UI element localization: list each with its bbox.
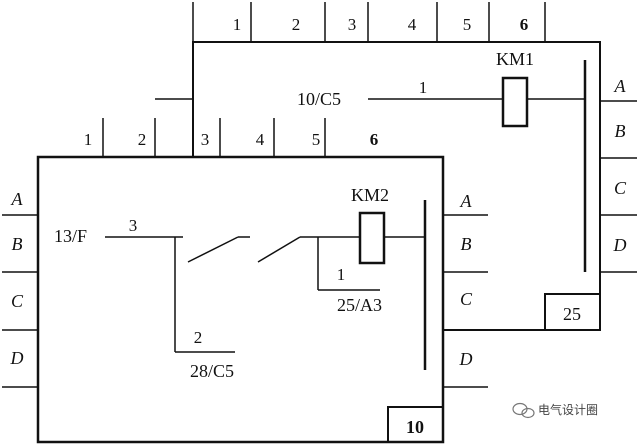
front-sheet-column-ticks: [102, 118, 326, 157]
back-page-number: 25: [563, 304, 581, 324]
front-left-row-d: D: [10, 348, 24, 368]
back-col-6: 6: [520, 15, 529, 34]
front-left-row-a: A: [11, 189, 24, 209]
front-sheet-row-ticks-left: [2, 214, 38, 388]
back-sheet-column-labels: 1 2 3 4 5 6: [233, 15, 529, 34]
km2-coil: [358, 211, 386, 265]
back-sheet-row-labels: A B C D: [613, 76, 627, 255]
wechat-icon: [512, 402, 535, 419]
front-col-4: 4: [256, 130, 265, 149]
back-sheet-row-ticks: [600, 100, 637, 273]
watermark-text: 电气设计圈: [538, 402, 598, 417]
back-col-5: 5: [463, 15, 472, 34]
back-col-1: 1: [233, 15, 242, 34]
front-right-row-c: C: [460, 289, 473, 309]
back-sheet-page-box: [544, 293, 601, 331]
km1-label: KM1: [496, 49, 534, 69]
back-col-2: 2: [292, 15, 301, 34]
contact-1: [187, 236, 239, 263]
front-branch1-wire: 1: [337, 265, 346, 284]
km2-label: KM2: [351, 185, 389, 205]
front-left-row-b: B: [12, 234, 23, 254]
front-col-1: 1: [84, 130, 93, 149]
front-sheet-frame: [36, 155, 445, 444]
front-sheet-row-labels-left: A B C D: [10, 189, 24, 368]
front-ref-in: 13/F: [54, 226, 87, 246]
front-sheet-page-box: [387, 406, 444, 443]
front-sheet-column-labels: 1 2 3 4 5 6: [84, 130, 379, 149]
front-branch1-ref: 25/A3: [337, 295, 382, 315]
watermark: 电气设计圈: [512, 402, 598, 419]
back-sheet-column-ticks: [192, 2, 546, 42]
front-branch2-ref: 28/C5: [190, 361, 234, 381]
contact-2: [257, 236, 301, 263]
back-wire-number: 1: [419, 78, 428, 97]
back-row-b: B: [615, 121, 626, 141]
front-page-number: 10: [406, 417, 424, 437]
back-sheet: [155, 2, 637, 331]
back-row-c: C: [614, 178, 627, 198]
back-ref-in: 10/C5: [297, 89, 341, 109]
front-right-row-b: B: [461, 234, 472, 254]
front-sheet-row-ticks-right: [443, 214, 488, 388]
front-right-row-a: A: [460, 191, 473, 211]
back-col-3: 3: [348, 15, 357, 34]
back-col-4: 4: [408, 15, 417, 34]
front-col-6: 6: [370, 130, 379, 149]
front-branch2-wire: 2: [194, 328, 203, 347]
front-left-row-c: C: [11, 291, 24, 311]
back-row-d: D: [613, 235, 627, 255]
front-right-row-d: D: [459, 349, 473, 369]
front-col-5: 5: [312, 130, 321, 149]
front-sheet: [2, 118, 488, 444]
back-row-a: A: [614, 76, 627, 96]
front-col-3: 3: [201, 130, 210, 149]
front-col-2: 2: [138, 130, 147, 149]
front-sheet-row-labels-right: A B C D: [459, 191, 473, 369]
front-wire-in-number: 3: [129, 216, 138, 235]
front-circuit: [105, 236, 380, 353]
km1-coil: [501, 76, 529, 128]
